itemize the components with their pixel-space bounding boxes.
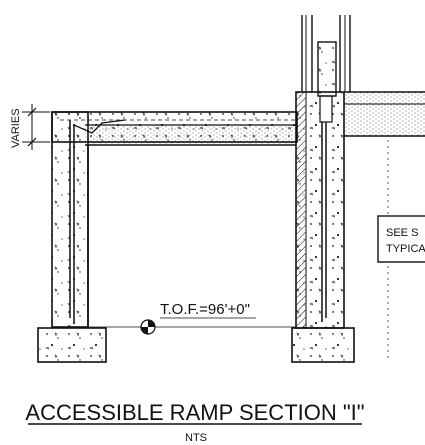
right-slab [344, 91, 425, 137]
right-footing [291, 327, 355, 363]
elevation-marker: T.O.F.=96'+0" [88, 301, 296, 335]
varies-label: VARIES [10, 108, 22, 148]
callout-box: SEE S TYPICA [377, 215, 425, 263]
scale-note: NTS [185, 432, 207, 444]
left-wall [51, 111, 298, 328]
callout-line-1: SEE S [386, 227, 418, 239]
callout-line-2: TYPICA [386, 243, 425, 255]
railing-posts [301, 15, 351, 92]
varies-dimension: VARIES [10, 104, 50, 150]
section-title: ACCESSIBLE RAMP SECTION "I" [25, 400, 364, 425]
elevation-label: T.O.F.=96'+0" [160, 301, 250, 318]
left-footing [37, 327, 107, 363]
right-wall [295, 41, 345, 329]
